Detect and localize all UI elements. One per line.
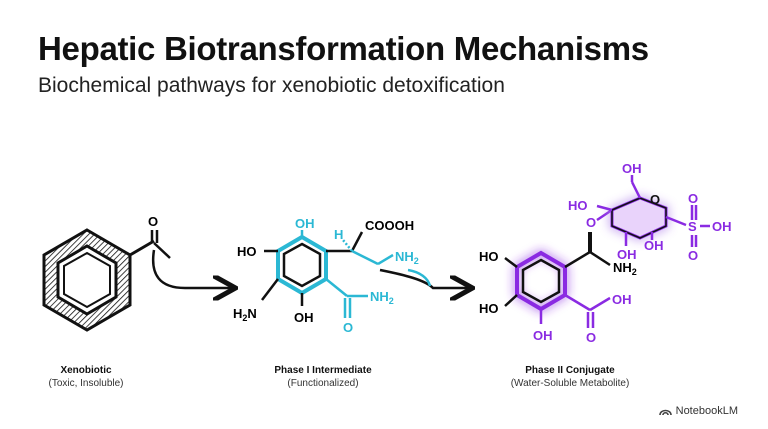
phase1-carboxyl: COOOH bbox=[365, 218, 414, 233]
notebooklm-logo-icon bbox=[658, 409, 672, 416]
sulfonate-s: S bbox=[688, 219, 697, 234]
phase1-hydrogen: H bbox=[334, 227, 343, 242]
sugar-oh-top: OH bbox=[622, 161, 642, 176]
phase2-molecule: HO HO OH NH2 OH O O HO OH O OH OH bbox=[479, 161, 732, 345]
phase2-acid-oh: OH bbox=[612, 292, 632, 307]
phase2-amine: NH2 bbox=[613, 260, 637, 277]
phase1-amine-side: NH2 bbox=[395, 249, 419, 266]
phase1-amide-nh2: NH2 bbox=[370, 289, 394, 306]
carbonyl-oxygen: O bbox=[148, 214, 158, 229]
benzene-ring-inner bbox=[56, 244, 118, 316]
page-subtitle: Biochemical pathways for xenobiotic deto… bbox=[38, 74, 505, 97]
reaction-arrow-1 bbox=[151, 249, 233, 288]
caption-phase2: Phase II Conjugate (Water-Soluble Metabo… bbox=[511, 364, 630, 390]
stage-label: Phase I Intermediate bbox=[274, 365, 372, 376]
sugar-ring-oxygen: O bbox=[650, 192, 660, 207]
phase1-molecule: OH HO H2N OH COOOH H NH2 NH2 O bbox=[233, 216, 470, 335]
sulfonate-o-bottom: O bbox=[688, 248, 698, 263]
phase2-oh-bottom: OH bbox=[533, 328, 553, 343]
phase2-ho-top: HO bbox=[479, 249, 499, 264]
branding: NotebookLM bbox=[658, 405, 738, 417]
sulfonate-oh: OH bbox=[712, 219, 732, 234]
phase1-oh-top: OH bbox=[295, 216, 315, 231]
phase2-ho-mid: HO bbox=[479, 301, 499, 316]
phase1-ho-left: HO bbox=[237, 244, 257, 259]
phase1-amine-h: H2N bbox=[233, 306, 257, 323]
sugar-oh-low2: OH bbox=[644, 238, 664, 253]
stage-description: (Toxic, Insoluble) bbox=[48, 378, 124, 389]
sugar-ho-left: HO bbox=[568, 198, 588, 213]
sulfonate-o-top: O bbox=[688, 191, 698, 206]
phase2-acid-o: O bbox=[586, 330, 596, 345]
phase2-ring-inner bbox=[521, 258, 561, 304]
phase2-link-oxygen: O bbox=[586, 215, 596, 230]
stage-label: Xenobiotic bbox=[60, 365, 112, 376]
reaction-arrow-2 bbox=[379, 268, 470, 288]
phase1-amide-oxygen: O bbox=[343, 320, 353, 335]
caption-phase1: Phase I Intermediate (Functionalized) bbox=[274, 364, 371, 390]
page-title: Hepatic Biotransformation Mechanisms bbox=[38, 30, 649, 67]
stage-label: Phase II Conjugate bbox=[525, 365, 615, 376]
xenobiotic-molecule: O bbox=[42, 214, 233, 332]
sugar-oh-low1: OH bbox=[617, 247, 637, 262]
caption-xenobiotic: Xenobiotic (Toxic, Insoluble) bbox=[48, 364, 123, 390]
brand-name: NotebookLM bbox=[675, 405, 738, 417]
stage-description: (Functionalized) bbox=[287, 378, 359, 389]
phase1-ring-inner bbox=[282, 242, 322, 288]
stage-description: (Water-Soluble Metabolite) bbox=[510, 378, 630, 389]
phase1-oh-bottom: OH bbox=[294, 310, 314, 325]
